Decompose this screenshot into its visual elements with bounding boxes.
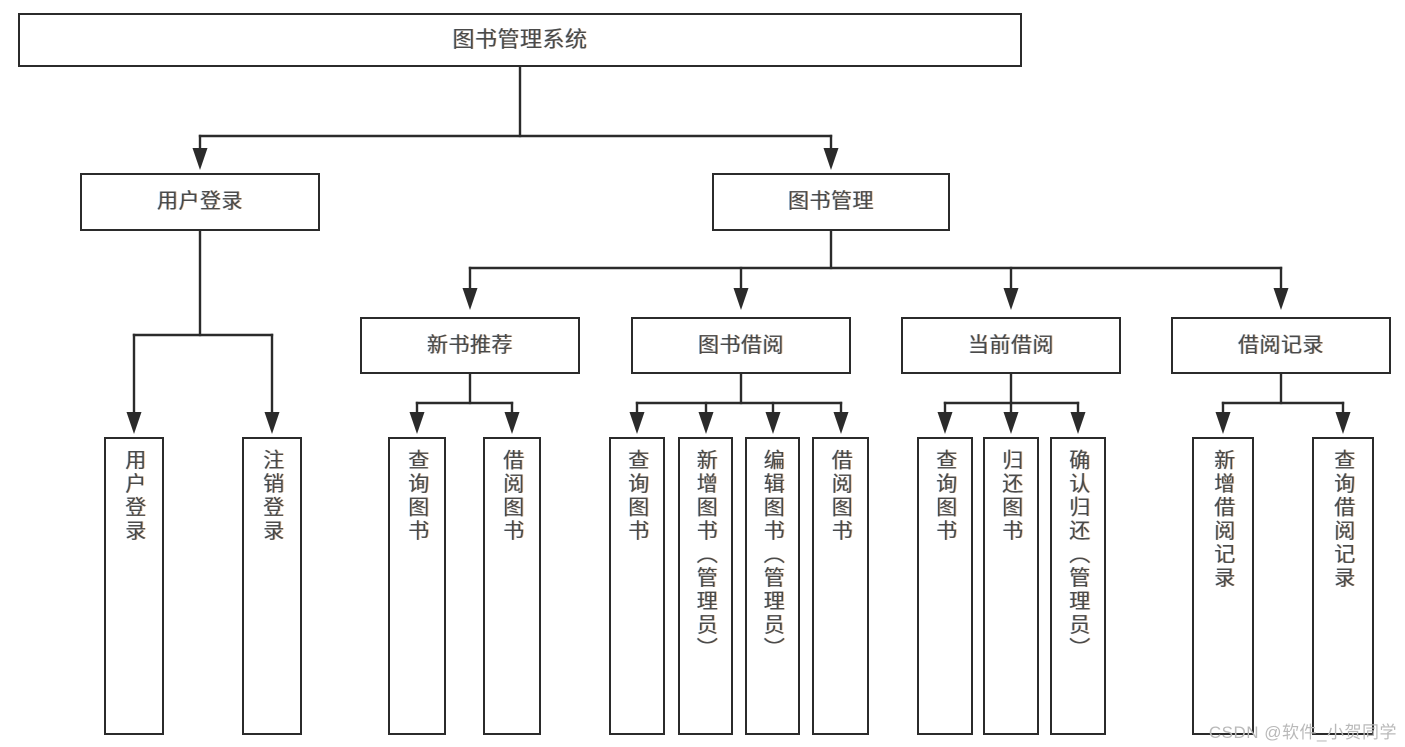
edge-arrowhead: [937, 412, 953, 434]
node-label: 新增借阅记录: [1211, 449, 1235, 590]
node-label: 图书管理系统: [452, 26, 588, 52]
node-leaf-borrow-2[interactable]: 新增图书（管理员）: [678, 437, 733, 735]
node-label: 当前借阅: [968, 333, 1054, 357]
node-label: 查询图书: [933, 449, 957, 543]
edge-arrowhead: [192, 148, 208, 170]
node-newbooks[interactable]: 新书推荐: [360, 317, 580, 374]
node-label: 注销登录: [260, 449, 284, 543]
edge-arrowhead: [264, 412, 280, 434]
node-label: 借阅图书: [500, 449, 524, 543]
node-leaf-rec-1[interactable]: 新增借阅记录: [1192, 437, 1254, 735]
edge-arrowhead: [1070, 412, 1086, 434]
node-leaf-login-1[interactable]: 用户登录: [104, 437, 164, 735]
node-label: 借阅图书: [829, 449, 853, 543]
edge-arrowhead: [409, 412, 425, 434]
node-root[interactable]: 图书管理系统: [18, 13, 1022, 67]
node-leaf-borrow-4[interactable]: 借阅图书: [812, 437, 869, 735]
node-leaf-cur-2[interactable]: 归还图书: [983, 437, 1039, 735]
node-label: 查询图书: [405, 449, 429, 543]
node-leaf-borrow-3[interactable]: 编辑图书（管理员）: [745, 437, 800, 735]
node-leaf-login-2[interactable]: 注销登录: [242, 437, 302, 735]
node-current[interactable]: 当前借阅: [901, 317, 1121, 374]
node-label: 图书借阅: [698, 333, 784, 357]
node-leaf-new-1[interactable]: 查询图书: [388, 437, 446, 735]
edge-arrowhead: [126, 412, 142, 434]
edge-arrowhead: [733, 288, 749, 310]
edge-arrowhead: [833, 412, 849, 434]
node-borrow[interactable]: 图书借阅: [631, 317, 851, 374]
node-leaf-rec-2[interactable]: 查询借阅记录: [1312, 437, 1374, 735]
node-label: 查询借阅记录: [1331, 449, 1355, 590]
edge-arrowhead: [1003, 412, 1019, 434]
watermark-text: CSDN @软件_小贺同学: [1208, 723, 1397, 742]
edge-arrowhead: [504, 412, 520, 434]
node-leaf-borrow-1[interactable]: 查询图书: [609, 437, 665, 735]
edge-arrowhead: [765, 412, 781, 434]
node-leaf-cur-1[interactable]: 查询图书: [917, 437, 973, 735]
edge-arrowhead: [629, 412, 645, 434]
node-label: 确认归还（管理员）: [1066, 449, 1090, 661]
node-leaf-cur-3[interactable]: 确认归还（管理员）: [1050, 437, 1106, 735]
edge-arrowhead: [823, 148, 839, 170]
edge-arrowhead: [1003, 288, 1019, 310]
node-records[interactable]: 借阅记录: [1171, 317, 1391, 374]
edge-arrowhead: [1335, 412, 1351, 434]
node-label: 归还图书: [999, 449, 1023, 543]
node-label: 用户登录: [122, 449, 146, 543]
edge-arrowhead: [1273, 288, 1289, 310]
node-bookmgmt[interactable]: 图书管理: [712, 173, 950, 231]
node-label: 图书管理: [788, 190, 874, 214]
node-label: 借阅记录: [1238, 333, 1324, 357]
node-label: 新增图书（管理员）: [694, 449, 718, 661]
node-login[interactable]: 用户登录: [80, 173, 320, 231]
node-label: 新书推荐: [427, 333, 513, 357]
node-leaf-new-2[interactable]: 借阅图书: [483, 437, 541, 735]
node-label: 查询图书: [625, 449, 649, 543]
node-label: 用户登录: [157, 190, 243, 214]
edge-arrowhead: [462, 288, 478, 310]
node-label: 编辑图书（管理员）: [761, 449, 785, 661]
edge-arrowhead: [1215, 412, 1231, 434]
edge-arrowhead: [698, 412, 714, 434]
